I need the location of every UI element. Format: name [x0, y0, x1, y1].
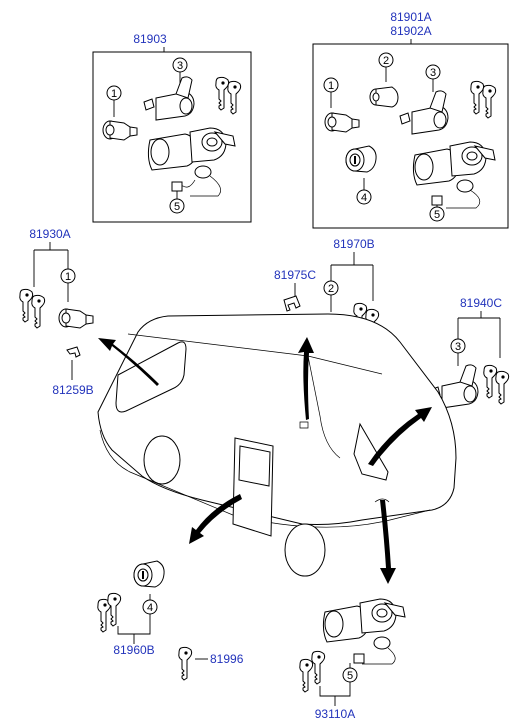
callout-1-label: 1 [111, 88, 117, 100]
callout-5-label: 5 [347, 670, 353, 682]
arrow-to-93110a [380, 500, 396, 584]
kit-93110a-group: 5 93110A [299, 598, 406, 721]
front-window [353, 422, 389, 481]
key-pair-icon [299, 650, 326, 693]
ignition-lock-body [412, 141, 496, 209]
retainer-clip [66, 346, 81, 358]
callout-5-label: 5 [434, 209, 440, 221]
part-number-81960b[interactable]: 81960B [113, 643, 154, 657]
kit-81930a-group: 81930A 1 81259B [19, 227, 94, 397]
arrow-to-81930a [98, 338, 159, 386]
callout-4-label: 4 [147, 602, 153, 614]
part-number-81970b[interactable]: 81970B [333, 237, 374, 251]
rear-wheel [143, 435, 181, 485]
arrow-to-81940c [368, 407, 432, 466]
glove-box-lock-cylinder [133, 560, 165, 588]
part-number-81259b[interactable]: 81259B [52, 383, 93, 397]
part-number-81903[interactable]: 81903 [133, 32, 167, 46]
kit-81960b-group: 4 81960B [97, 560, 165, 657]
door-lock-cylinder [102, 120, 138, 141]
kit-box-81901a [312, 43, 509, 229]
callout-2-label: 2 [328, 283, 334, 295]
callout-2-label: 2 [383, 55, 389, 67]
kit-81996-group: 81996 [178, 646, 244, 681]
callout-5-label: 5 [174, 201, 180, 213]
callout-4-label: 4 [361, 192, 367, 204]
ignition-lock-body [147, 127, 236, 197]
front-wheel [284, 523, 326, 577]
ignition-lock-body [322, 598, 406, 665]
kit-box-81903 [92, 51, 252, 223]
door-lock-cylinder-2 [369, 86, 399, 108]
part-number-93110a[interactable]: 93110A [315, 707, 355, 721]
van-outline [97, 313, 457, 577]
door-lock-cylinder [324, 112, 360, 133]
part-number-81996[interactable]: 81996 [210, 652, 244, 666]
callout-1-label: 1 [328, 80, 334, 92]
retainer-clip [283, 295, 301, 312]
key-pair-icon [97, 592, 122, 633]
part-number-81901a[interactable]: 81901A [390, 10, 431, 24]
key-icon [178, 646, 193, 681]
callout-1-label: 1 [65, 271, 71, 283]
part-number-81940c[interactable]: 81940C [460, 296, 502, 310]
glove-box-lock-cylinder [345, 145, 377, 173]
kit-81903-group: 81903 1 3 [92, 32, 252, 223]
callout-5 [169, 198, 185, 214]
tailgate-lock-cylinder [399, 90, 449, 135]
key-pair-icon [19, 288, 46, 329]
key-pair-icon [215, 76, 242, 115]
kit-81940c-group: 81940C 3 [429, 296, 510, 409]
tailgate-lock-cylinder [429, 364, 479, 409]
callout-3-label: 3 [455, 341, 461, 353]
arrow-to-81975c [298, 337, 314, 420]
part-number-81975c[interactable]: 81975C [274, 268, 316, 282]
key-pair-icon [470, 80, 497, 119]
part-number-81902a[interactable]: 81902A [390, 24, 431, 38]
door-lock-cylinder [58, 308, 94, 329]
part-number-81930a[interactable]: 81930A [29, 227, 70, 241]
kit-81901a-group: 81901A 81902A 1 2 3 [312, 10, 509, 229]
key-pair-icon [483, 364, 510, 405]
side-door-window [238, 445, 271, 487]
callout-3-label: 3 [177, 60, 183, 72]
tailgate-lock-cylinder [143, 76, 195, 121]
callout-3-label: 3 [430, 67, 436, 79]
arrow-to-81960b [189, 494, 242, 544]
